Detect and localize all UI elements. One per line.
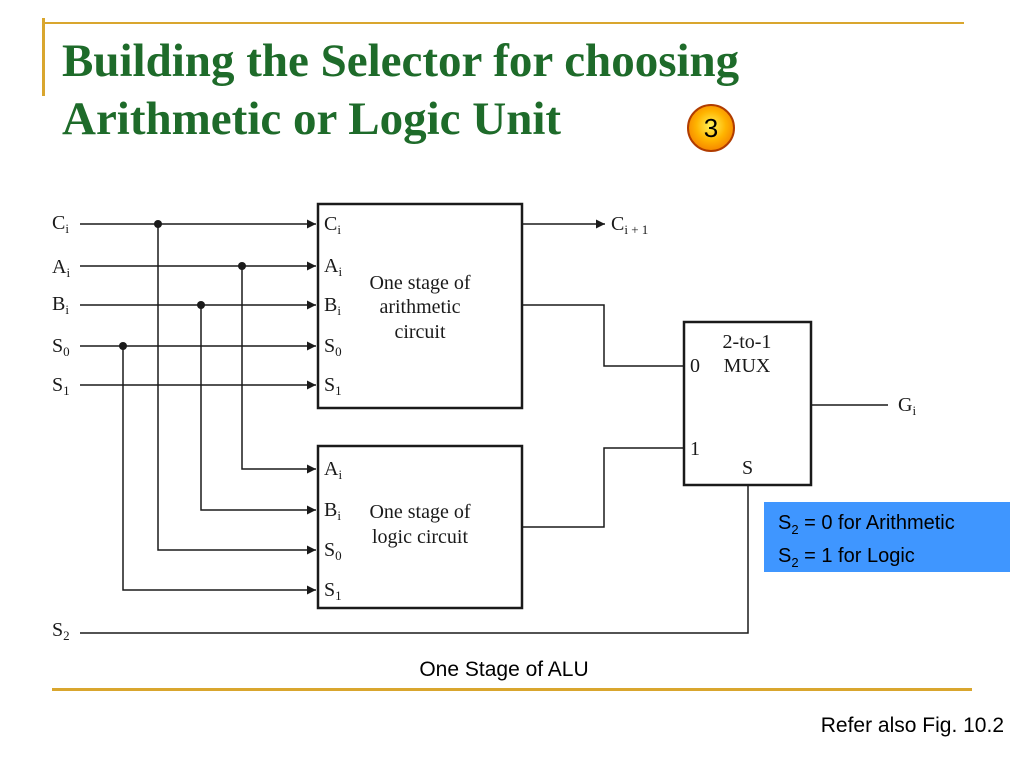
title-line-1: Building the Selector for choosing — [62, 35, 740, 87]
legend-line-arithmetic: S2 = 0 for Arithmetic — [778, 512, 955, 537]
logic-label-line-2: logic circuit — [372, 526, 469, 548]
wire-logic-to-mux — [522, 447, 684, 528]
arith-port-ai: Ai — [324, 255, 342, 279]
slide-number-badge: 3 — [687, 104, 735, 152]
mux-input-0-label: 0 — [690, 355, 700, 377]
accent-bottom-line — [52, 688, 972, 691]
slide-title: Building the Selector for choosing Arith… — [62, 32, 739, 148]
mux-select-label: S — [742, 457, 753, 479]
carry-out-label: Ci + 1 — [611, 213, 648, 237]
wire-arith-to-mux — [522, 304, 684, 367]
input-label-s0: S0 — [52, 335, 70, 359]
logic-port-bi: Bi — [324, 499, 341, 523]
title-line-2: Arithmetic or Logic Unit — [62, 93, 562, 145]
mux-block — [682, 320, 813, 487]
arithmetic-block — [316, 202, 524, 410]
logic-port-s1: S1 — [324, 579, 342, 603]
mux-labels: 2-to-1 MUX 0 1 S — [690, 331, 771, 479]
select-legend-box: S2 = 0 for Arithmetic S2 = 1 for Logic — [764, 502, 1010, 572]
input-label-ai: Ai — [52, 256, 70, 280]
arithmetic-ports: Ci Ai Bi S0 S1 — [324, 213, 342, 398]
output-labels: Ci + 1 Gi — [611, 213, 916, 418]
wire-bi-to-logic — [200, 305, 316, 515]
mux-input-1-label: 1 — [690, 438, 700, 460]
junction-dots — [119, 220, 246, 350]
logic-block — [316, 444, 524, 610]
logic-port-ai: Ai — [324, 458, 342, 482]
arith-label-line-2: arithmetic — [379, 296, 460, 318]
wire-s2-select — [80, 485, 749, 634]
junction-bi — [197, 301, 205, 309]
logic-ports: Ai Bi S0 S1 — [324, 458, 342, 603]
input-label-s2: S2 — [52, 619, 70, 643]
logic-label-line-1: One stage of — [369, 501, 470, 523]
accent-top-line — [42, 22, 964, 24]
arith-label-line-1: One stage of — [369, 272, 470, 294]
input-labels: Ci Ai Bi S0 S1 S2 — [52, 212, 70, 643]
reference-note: Refer also Fig. 10.2 — [820, 714, 1004, 737]
junction-s0 — [119, 342, 127, 350]
input-label-bi: Bi — [52, 293, 69, 317]
input-label-ci: Ci — [52, 212, 69, 236]
wire-s0-to-logic — [157, 224, 316, 555]
arith-port-s1: S1 — [324, 374, 342, 398]
wire-s1-to-logic — [122, 346, 316, 595]
wires — [80, 219, 888, 634]
arith-port-bi: Bi — [324, 294, 341, 318]
wire-ai-to-logic — [241, 266, 316, 474]
junction-ci — [154, 220, 162, 228]
input-label-s1: S1 — [52, 374, 70, 398]
accent-vertical-line — [42, 18, 45, 96]
logic-port-s0: S0 — [324, 539, 342, 563]
mux-label-line-2: MUX — [724, 355, 771, 377]
junction-ai — [238, 262, 246, 270]
arith-label-line-3: circuit — [394, 321, 446, 343]
figure-caption: One Stage of ALU — [419, 658, 589, 681]
arith-port-ci: Ci — [324, 213, 341, 237]
logic-label: One stage of logic circuit — [369, 501, 470, 548]
output-label-gi: Gi — [898, 394, 916, 418]
mux-label-line-1: 2-to-1 — [723, 331, 772, 353]
arith-port-s0: S0 — [324, 335, 342, 359]
arithmetic-label: One stage of arithmetic circuit — [369, 272, 470, 343]
legend-line-logic: S2 = 1 for Logic — [778, 545, 915, 570]
